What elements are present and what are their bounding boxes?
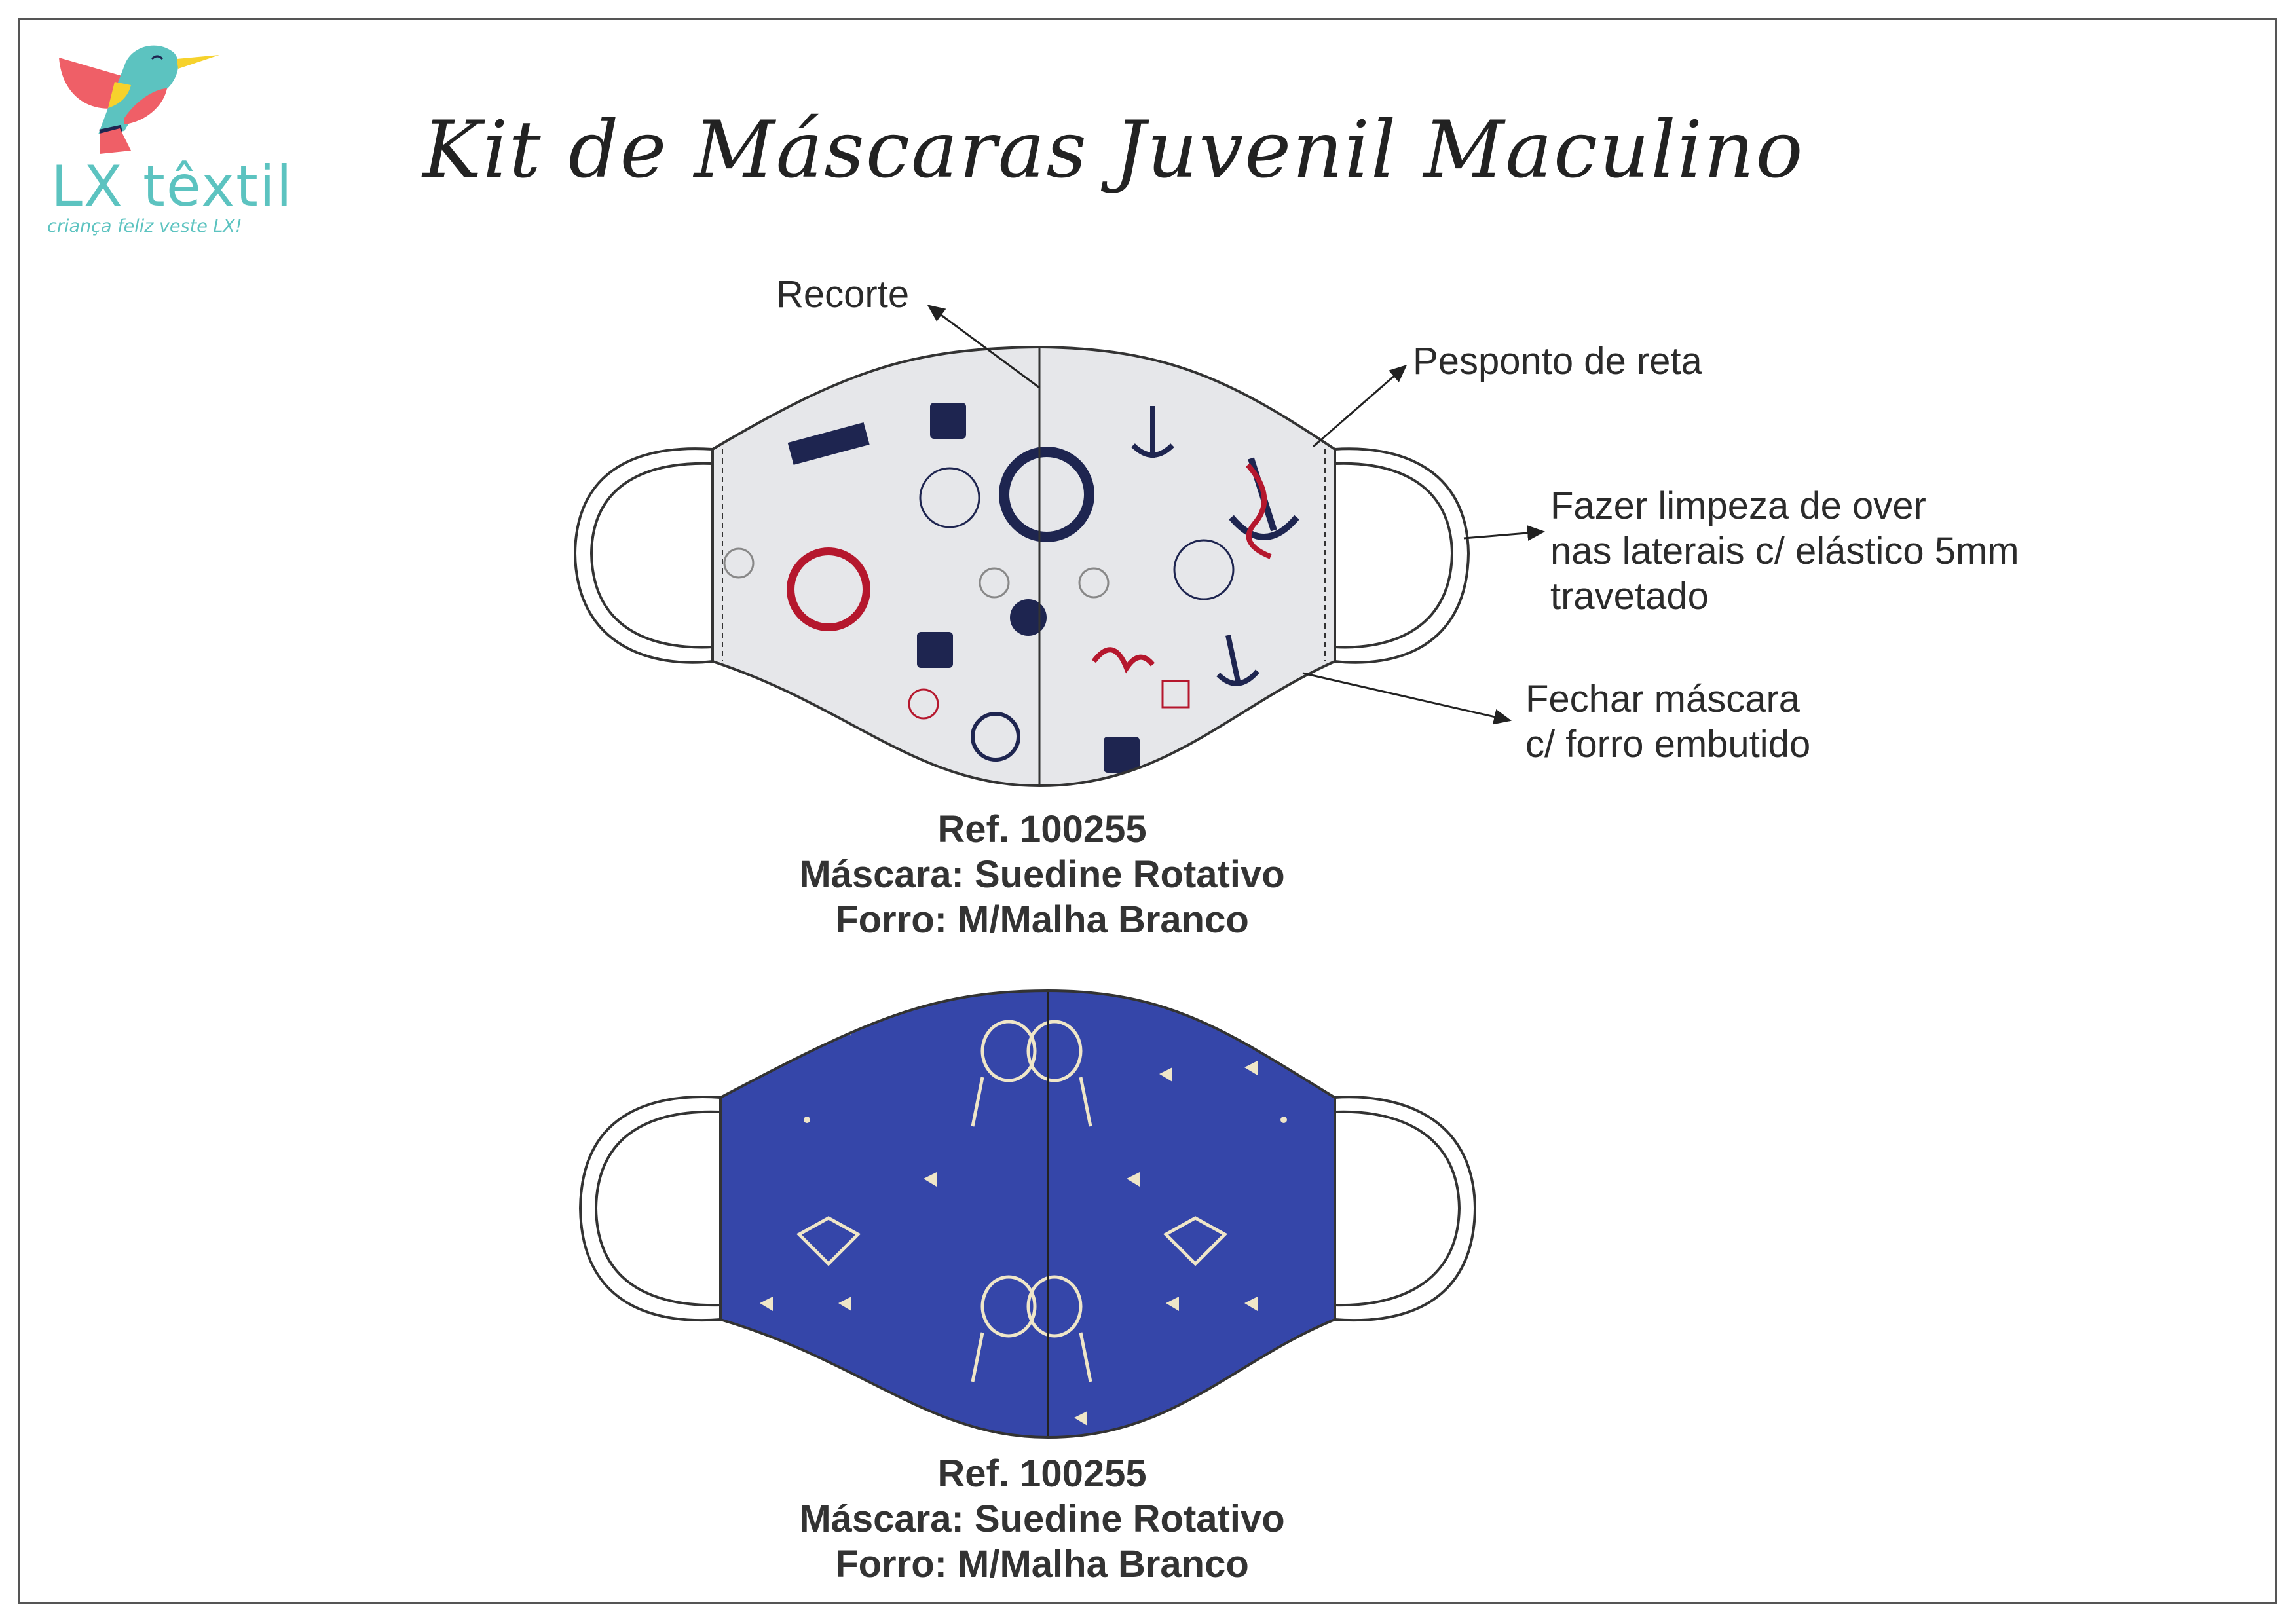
logo-brand: LX têxtil (51, 154, 293, 219)
logo-tagline: criança feliz veste LX! (47, 216, 242, 236)
product-1-spec: Ref. 100255 Máscara: Suedine Rotativo Fo… (584, 807, 1501, 942)
label-limpeza-line-1: Fazer limpeza de over (1550, 485, 1926, 527)
product-2-spec: Ref. 100255 Máscara: Suedine Rotativo Fo… (584, 1451, 1501, 1587)
page-border (18, 18, 2277, 1604)
product-ref: Ref. 100255 (937, 1452, 1147, 1495)
product-mascara: Máscara: Suedine Rotativo (799, 853, 1285, 896)
label-fechar: Fechar máscara c/ forro embutido (1525, 676, 1810, 767)
label-pesponto: Pesponto de reta (1413, 340, 1702, 382)
label-fechar-line-1: Fechar máscara (1525, 678, 1801, 720)
label-recorte: Recorte (776, 273, 910, 316)
label-fechar-line-2: c/ forro embutido (1525, 723, 1811, 766)
product-mascara: Máscara: Suedine Rotativo (799, 1498, 1285, 1540)
product-ref: Ref. 100255 (937, 808, 1147, 851)
label-limpeza-line-3: travetado (1550, 575, 1709, 618)
page-title: Kit de Máscaras Juvenil Maculino (422, 105, 1804, 196)
logo-bird-icon (59, 45, 219, 154)
label-limpeza: Fazer limpeza de over nas laterais c/ el… (1550, 483, 2019, 619)
product-forro: Forro: M/Malha Branco (835, 1543, 1249, 1585)
annotation-arrows (927, 304, 1545, 725)
mask-1-drawing (573, 345, 1470, 788)
label-limpeza-line-2: nas laterais c/ elástico 5mm (1550, 530, 2019, 572)
product-forro: Forro: M/Malha Branco (835, 898, 1249, 941)
mask-2-drawing (578, 989, 1477, 1439)
